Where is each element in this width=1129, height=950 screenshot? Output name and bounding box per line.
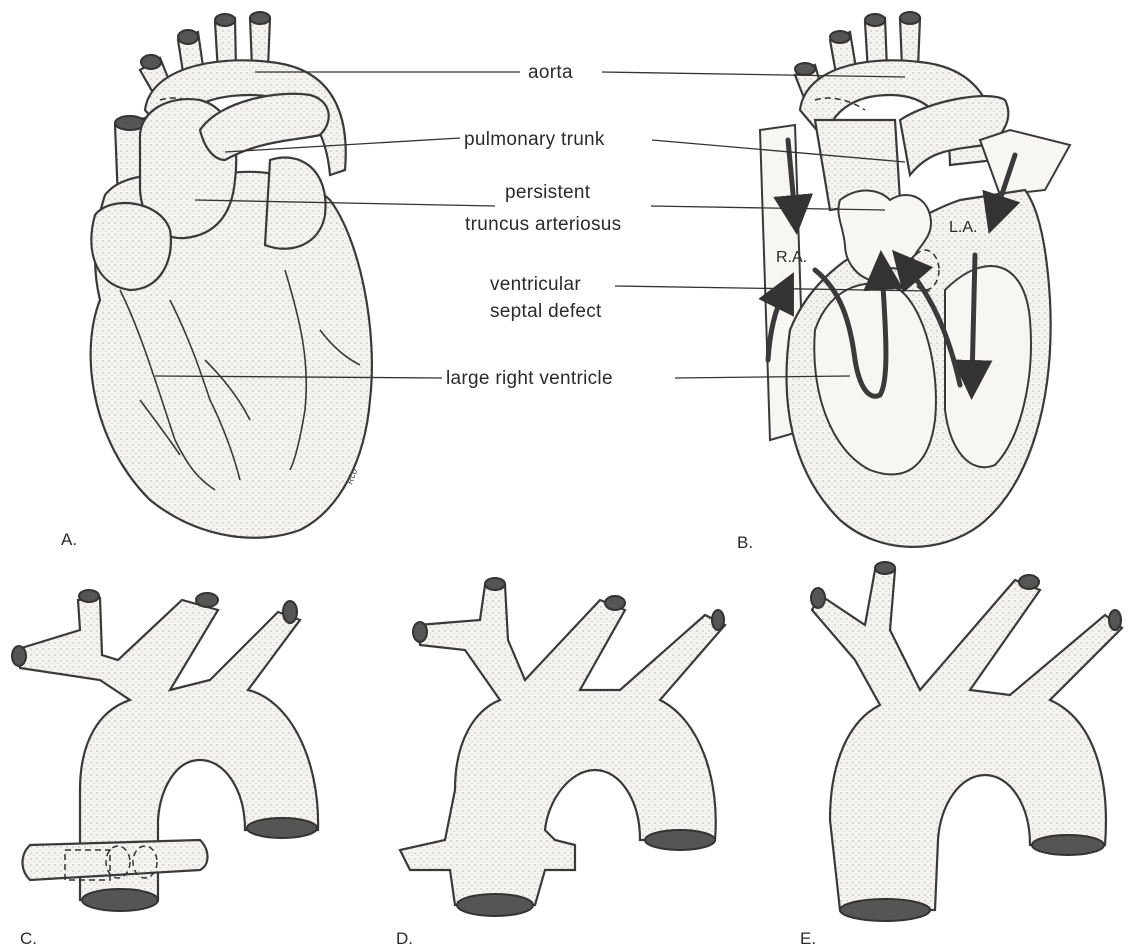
panel-label-a: A. [61, 530, 77, 549]
panel-label-c: C. [20, 929, 37, 948]
persistent-truncus-label-line2: truncus arteriosus [465, 214, 621, 235]
vsd-label-line2: septal defect [490, 301, 602, 322]
persistent-truncus-label-line1: persistent [505, 182, 591, 203]
aortic-arch-variant-c [12, 590, 318, 911]
right-ventricle-label: large right ventricle [446, 368, 613, 389]
panel-label-d: D. [396, 929, 413, 948]
panel-label-b: B. [737, 533, 753, 552]
pulmonary-trunk-label: pulmonary trunk [464, 129, 605, 150]
heart-section-view [760, 12, 1070, 547]
right-atrium-label: R.A. [776, 249, 807, 266]
vsd-label-line1: ventricular [490, 274, 581, 295]
panel-label-e: E. [800, 929, 816, 948]
aortic-arch-variant-e [811, 562, 1122, 921]
aortic-arch-variant-d [400, 578, 725, 916]
left-atrium-label: L.A. [949, 219, 977, 236]
heart-external-view [91, 12, 372, 538]
aorta-label: aorta [528, 62, 573, 83]
